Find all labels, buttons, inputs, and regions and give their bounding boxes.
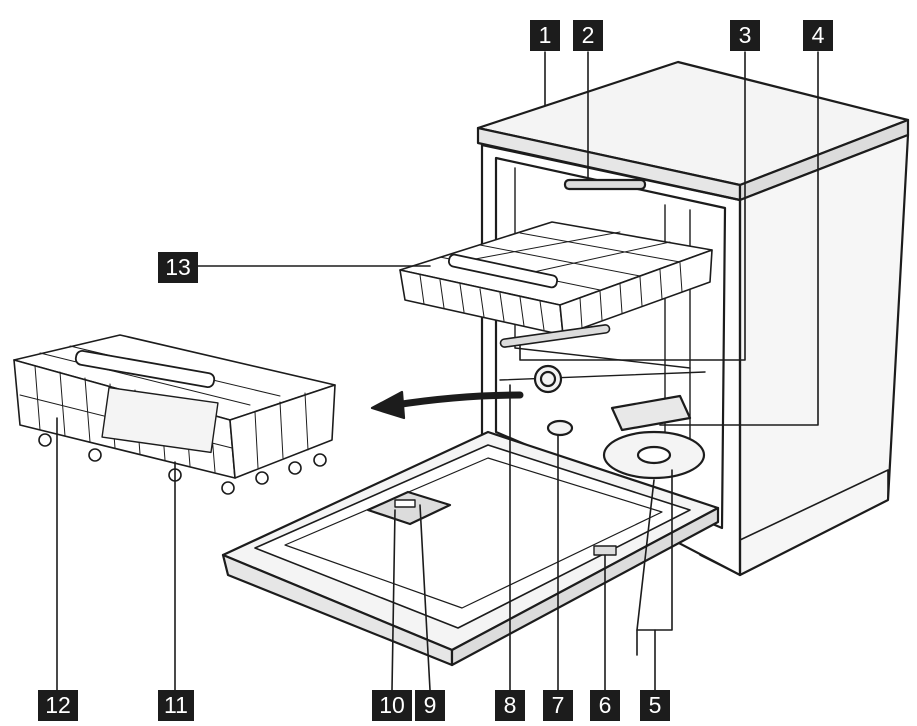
basket-wheels	[38, 433, 327, 495]
callout-5: 5	[640, 690, 670, 721]
callout-12: 12	[38, 690, 78, 721]
callout-11: 11	[158, 690, 194, 721]
remove-basket-arrow	[370, 390, 524, 420]
filter-system	[546, 419, 574, 437]
leader-lines	[56, 51, 819, 691]
callout-8: 8	[495, 690, 525, 721]
plinth	[739, 469, 889, 576]
callout-2: 2	[573, 20, 603, 51]
cutlery-basket	[101, 386, 219, 454]
callout-4: 4	[803, 20, 833, 51]
callout-10: 10	[372, 690, 412, 721]
callout-7: 7	[543, 690, 573, 721]
cabinet-side-panel	[738, 133, 910, 577]
upper-basket	[399, 221, 713, 348]
callout-9: 9	[415, 690, 445, 721]
door	[221, 430, 720, 667]
callout-13: 13	[158, 252, 198, 283]
salt-container-cap	[533, 364, 563, 394]
top-spray-arm	[563, 178, 647, 191]
lower-spray-area	[602, 394, 706, 480]
upper-spray-arm	[499, 324, 611, 348]
lower-basket	[13, 334, 336, 495]
lower-spray-arm	[610, 394, 692, 432]
detergent-dispenser	[366, 490, 452, 526]
rating-plate	[593, 545, 617, 556]
callout-1: 1	[530, 20, 560, 51]
callout-3: 3	[730, 20, 760, 51]
callout-6: 6	[590, 690, 620, 721]
